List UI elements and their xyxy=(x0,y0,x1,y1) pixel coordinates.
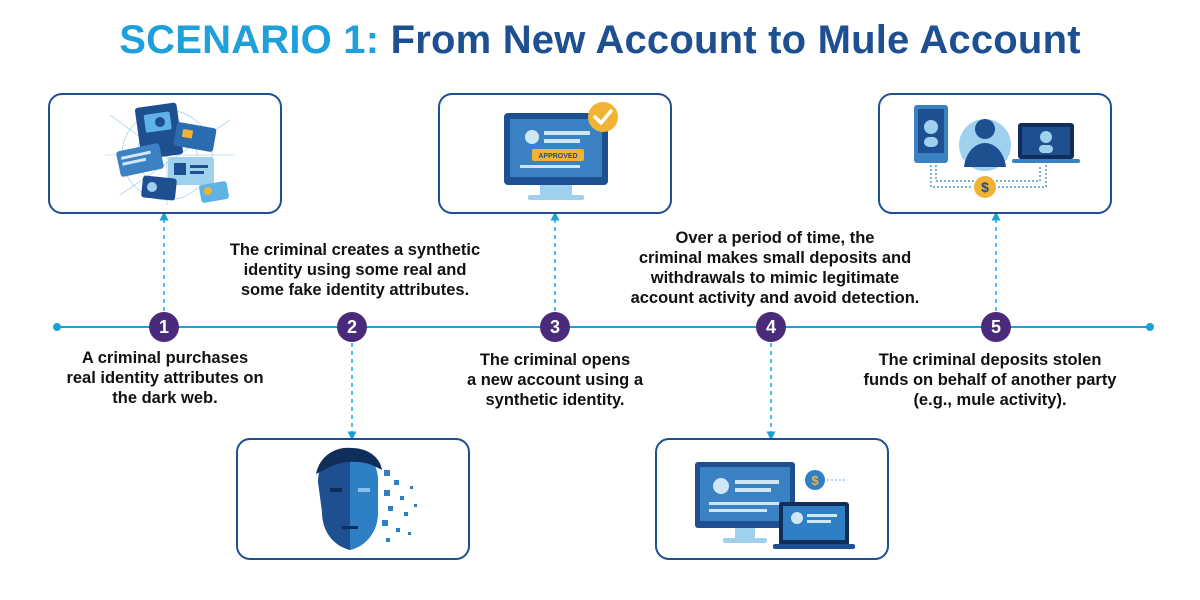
step-1-number: 1 xyxy=(149,312,179,342)
step-5-card: $ xyxy=(878,93,1112,214)
approved-monitor-icon: APPROVED xyxy=(504,102,618,200)
step-2-card xyxy=(236,438,470,560)
step-3-card: APPROVED xyxy=(438,93,672,214)
step-1-card xyxy=(48,93,282,214)
timeline-end-dot xyxy=(1146,323,1154,331)
step-5-number: 5 xyxy=(981,312,1011,342)
step-3-number: 3 xyxy=(540,312,570,342)
digital-face-icon xyxy=(316,447,417,550)
title-prefix: SCENARIO 1: xyxy=(119,18,380,62)
step-4-number: 4 xyxy=(756,312,786,342)
identity-documents-icon xyxy=(105,102,235,205)
mule-network-icon: $ xyxy=(914,105,1080,198)
page-title: SCENARIO 1: From New Account to Mule Acc… xyxy=(0,18,1200,63)
timeline-start-dot xyxy=(53,323,61,331)
svg-text:$: $ xyxy=(811,473,819,488)
computer-transactions-icon: $ xyxy=(695,462,855,549)
svg-text:$: $ xyxy=(981,179,989,195)
step-4-card: $ xyxy=(655,438,889,560)
approved-badge-text: APPROVED xyxy=(538,153,577,160)
title-main: From New Account to Mule Account xyxy=(390,18,1081,62)
step-2-number: 2 xyxy=(337,312,367,342)
